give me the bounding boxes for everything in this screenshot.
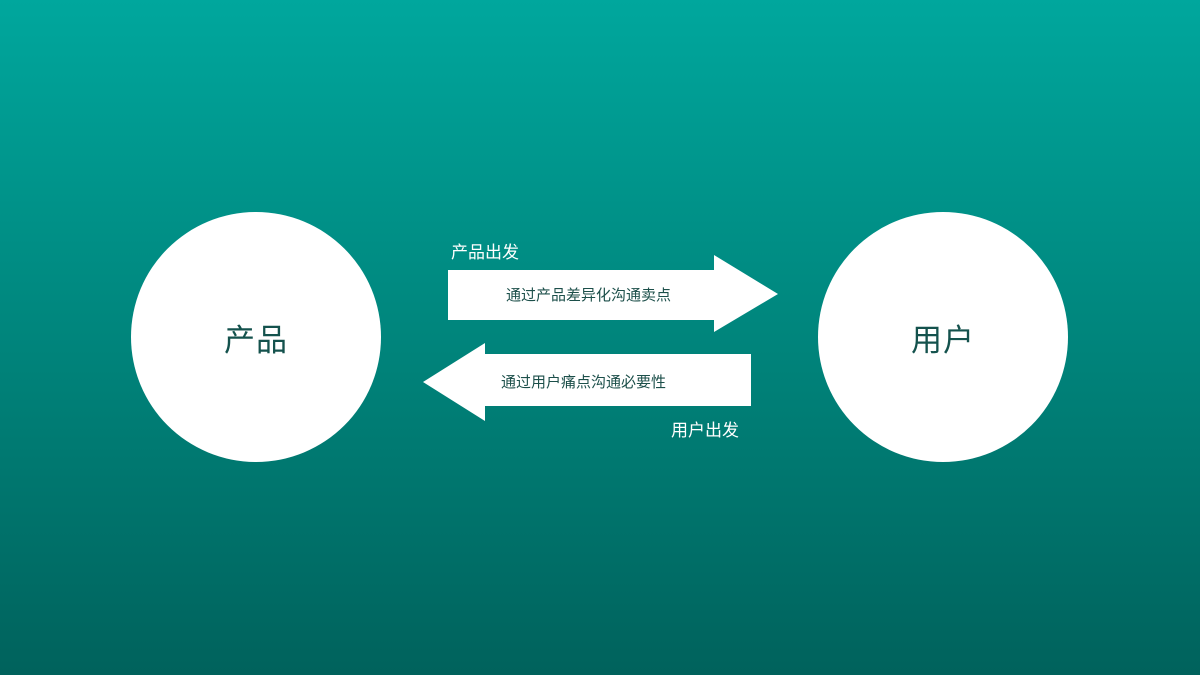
forward-arrow-caption: 产品出发 — [451, 243, 519, 263]
forward-arrow — [448, 255, 778, 332]
product-node-label: 产品 — [224, 322, 288, 359]
product-node: 产品 — [131, 212, 381, 462]
user-node-label: 用户 — [911, 322, 975, 359]
backward-arrow — [423, 343, 751, 421]
backward-arrow-caption: 用户出发 — [671, 421, 739, 441]
forward-arrow-text: 通过产品差异化沟通卖点 — [506, 286, 672, 304]
user-node: 用户 — [818, 212, 1068, 462]
backward-arrow-text: 通过用户痛点沟通必要性 — [501, 373, 667, 391]
